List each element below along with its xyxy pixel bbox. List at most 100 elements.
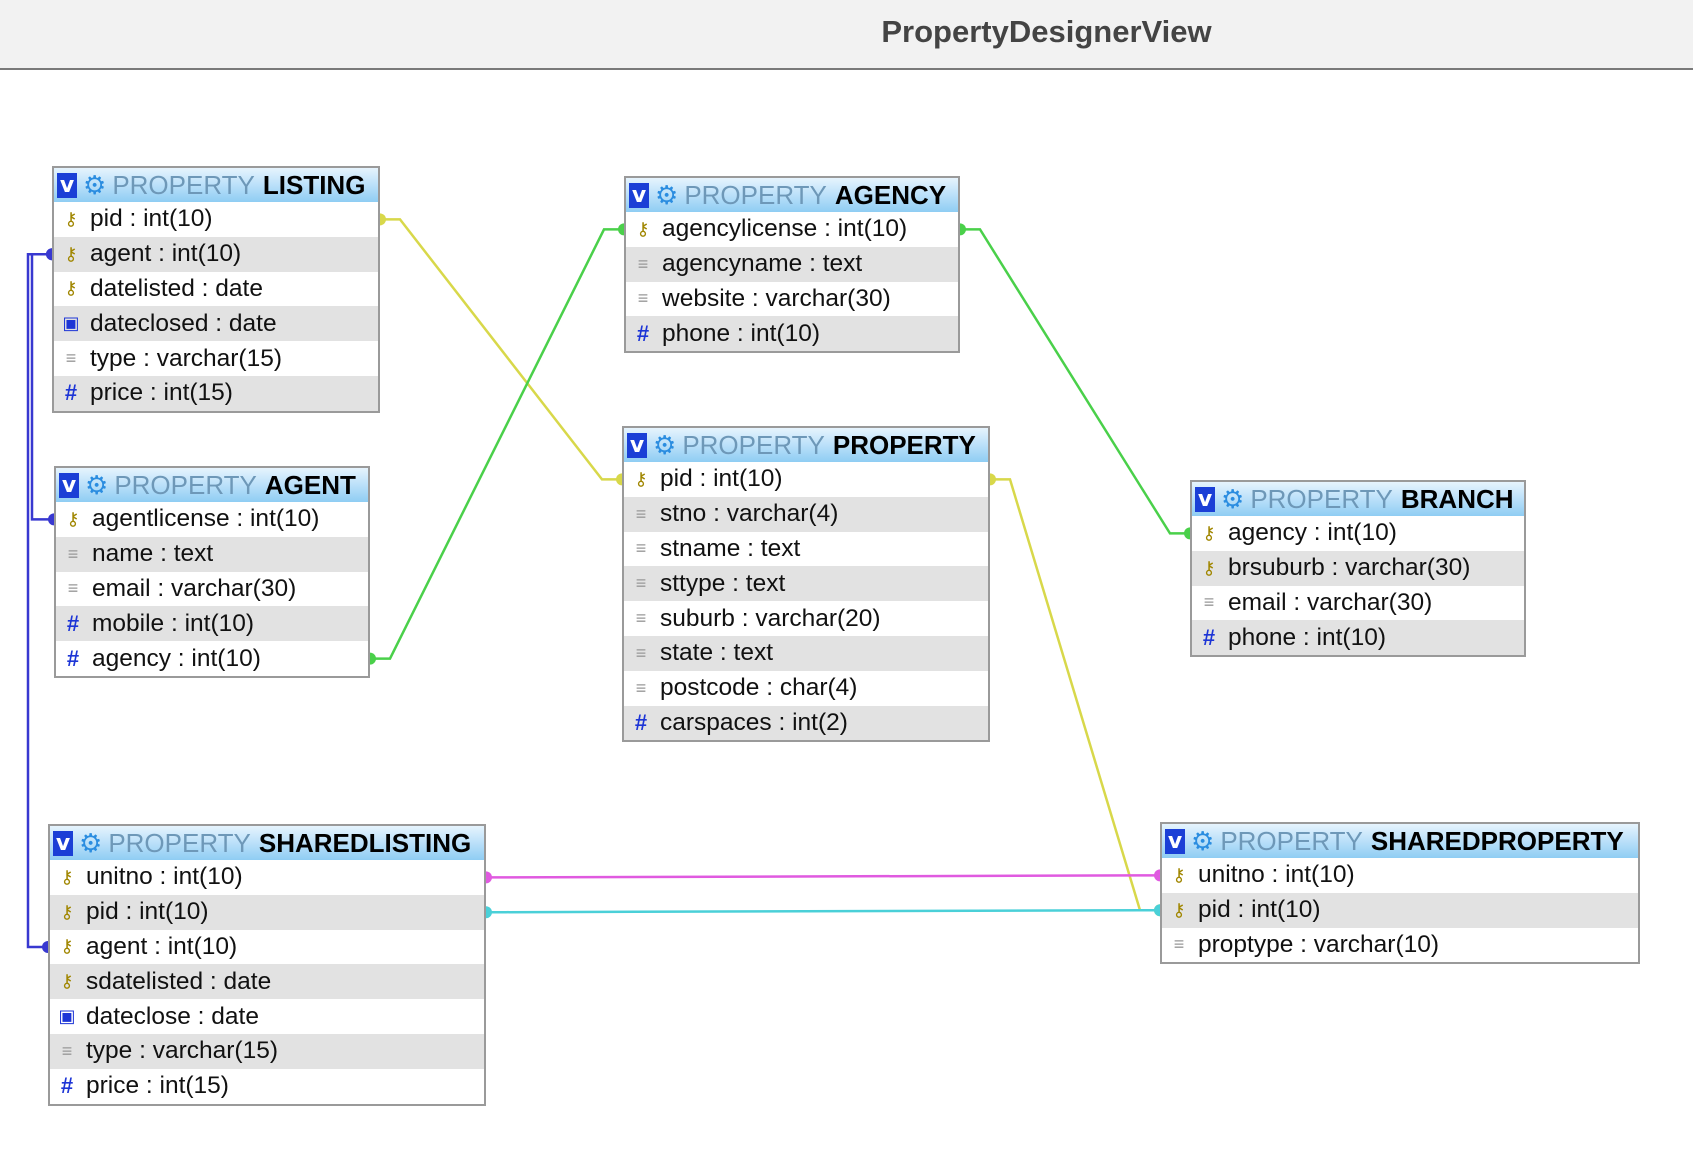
column-name[interactable]: agencyname : text xyxy=(662,250,863,278)
column-name[interactable]: postcode : char(4) xyxy=(660,674,858,702)
column-row[interactable]: #phone : int(10) xyxy=(626,316,958,352)
column-name[interactable]: pid : int(10) xyxy=(90,205,213,233)
column-name[interactable]: email : varchar(30) xyxy=(92,574,297,602)
column-row[interactable]: ⚷agentlicense : int(10) xyxy=(56,502,368,537)
column-name[interactable]: price : int(15) xyxy=(90,379,233,407)
column-row[interactable]: ≡email : varchar(30) xyxy=(1192,586,1524,621)
column-name[interactable]: unitno : int(10) xyxy=(86,863,243,891)
column-name[interactable]: phone : int(10) xyxy=(1228,623,1386,651)
table-name[interactable]: SHAREDPROPERTY xyxy=(1370,825,1624,856)
column-row[interactable]: ≡postcode : char(4) xyxy=(624,671,988,706)
table-name[interactable]: PROPERTY xyxy=(832,429,976,460)
gear-icon[interactable]: ⚙ xyxy=(79,828,103,858)
column-row[interactable]: ≡stno : varchar(4) xyxy=(624,496,988,532)
table-name[interactable]: SHAREDLISTING xyxy=(258,827,472,858)
column-row[interactable]: #carspaces : int(2) xyxy=(624,705,988,741)
column-row[interactable]: ⚷pid : int(10) xyxy=(624,462,988,497)
column-row[interactable]: ▣dateclosed : date xyxy=(54,306,378,342)
column-name[interactable]: pid : int(10) xyxy=(86,898,209,926)
column-row[interactable]: #price : int(15) xyxy=(54,375,378,411)
version-v-icon[interactable]: v xyxy=(1165,828,1185,854)
column-row[interactable]: ⚷brsuburb : varchar(30) xyxy=(1192,550,1524,586)
column-row[interactable]: ⚷pid : int(10) xyxy=(50,894,484,930)
column-row[interactable]: ≡proptype : varchar(10) xyxy=(1162,928,1638,963)
column-row[interactable]: ⚷agent : int(10) xyxy=(50,930,484,965)
version-v-icon[interactable]: v xyxy=(627,432,647,458)
column-name[interactable]: agency : int(10) xyxy=(92,644,261,672)
column-name[interactable]: name : text xyxy=(92,540,214,568)
column-name[interactable]: phone : int(10) xyxy=(662,319,820,347)
column-name[interactable]: pid : int(10) xyxy=(1198,896,1321,924)
column-name[interactable]: sttype : text xyxy=(660,569,786,597)
column-name[interactable]: dateclose : date xyxy=(86,1002,259,1030)
gear-icon[interactable]: ⚙ xyxy=(85,470,109,500)
column-row[interactable]: ⚷pid : int(10) xyxy=(54,202,378,237)
column-row[interactable]: ≡type : varchar(15) xyxy=(54,341,378,376)
column-name[interactable]: email : varchar(30) xyxy=(1228,588,1433,616)
table-name[interactable]: AGENCY xyxy=(834,179,947,210)
column-row[interactable]: ≡website : varchar(30) xyxy=(626,282,958,317)
gear-icon[interactable]: ⚙ xyxy=(1221,484,1245,514)
column-row[interactable]: ≡type : varchar(15) xyxy=(50,1033,484,1069)
table-name[interactable]: BRANCH xyxy=(1400,483,1514,514)
column-row[interactable]: ⚷sdatelisted : date xyxy=(50,964,484,1000)
column-name[interactable]: unitno : int(10) xyxy=(1198,861,1355,889)
column-name[interactable]: stname : text xyxy=(660,534,801,562)
column-name[interactable]: sdatelisted : date xyxy=(86,967,272,995)
column-row[interactable]: ≡state : text xyxy=(624,635,988,671)
column-name[interactable]: mobile : int(10) xyxy=(92,609,255,637)
version-v-icon[interactable]: v xyxy=(57,172,77,198)
gear-icon[interactable]: ⚙ xyxy=(655,180,679,210)
column-row[interactable]: ≡email : varchar(30) xyxy=(56,572,368,607)
gear-icon[interactable]: ⚙ xyxy=(653,430,677,460)
column-name[interactable]: type : varchar(15) xyxy=(90,344,282,372)
column-name[interactable]: agent : int(10) xyxy=(86,932,238,960)
column-name[interactable]: pid : int(10) xyxy=(660,465,783,493)
column-row[interactable]: ⚷agent : int(10) xyxy=(54,236,378,272)
column-name[interactable]: dateclosed : date xyxy=(90,309,277,337)
column-name[interactable]: price : int(15) xyxy=(86,1072,229,1100)
column-row[interactable]: ≡stname : text xyxy=(624,532,988,567)
column-row[interactable]: ⚷agency : int(10) xyxy=(1192,516,1524,551)
column-name[interactable]: agentlicense : int(10) xyxy=(92,505,320,533)
column-name[interactable]: agency : int(10) xyxy=(1228,519,1397,547)
version-v-icon[interactable]: v xyxy=(53,830,73,856)
column-row[interactable]: ▣dateclose : date xyxy=(50,999,484,1034)
column-name[interactable]: type : varchar(15) xyxy=(86,1037,278,1065)
version-v-icon[interactable]: v xyxy=(629,182,649,208)
column-name[interactable]: suburb : varchar(20) xyxy=(660,604,881,632)
column-name[interactable]: datelisted : date xyxy=(90,274,263,302)
column-row[interactable]: ≡name : text xyxy=(56,536,368,572)
column-row[interactable]: ⚷agencylicense : int(10) xyxy=(626,212,958,247)
column-name[interactable]: website : varchar(30) xyxy=(662,284,891,312)
table-name[interactable]: LISTING xyxy=(262,169,366,200)
column-name[interactable]: state : text xyxy=(660,639,774,667)
column-row[interactable]: #phone : int(10) xyxy=(1192,620,1524,656)
column-row[interactable]: #mobile : int(10) xyxy=(56,606,368,642)
column-row[interactable]: ⚷unitno : int(10) xyxy=(50,860,484,895)
column-row[interactable]: ≡sttype : text xyxy=(624,566,988,602)
column-name[interactable]: brsuburb : varchar(30) xyxy=(1228,554,1471,582)
column-row[interactable]: #price : int(15) xyxy=(50,1069,484,1104)
version-v-icon[interactable]: v xyxy=(59,472,79,498)
column-row[interactable]: ⚷datelisted : date xyxy=(54,272,378,307)
version-v-icon[interactable]: v xyxy=(1195,486,1215,512)
table-name[interactable]: AGENT xyxy=(264,469,356,500)
gear-icon[interactable]: ⚙ xyxy=(1191,826,1215,856)
gear-icon[interactable]: ⚙ xyxy=(83,170,107,200)
column-name[interactable]: carspaces : int(2) xyxy=(660,708,848,736)
column-row[interactable]: ≡suburb : varchar(20) xyxy=(624,601,988,636)
column-name[interactable]: proptype : varchar(10) xyxy=(1198,930,1440,958)
